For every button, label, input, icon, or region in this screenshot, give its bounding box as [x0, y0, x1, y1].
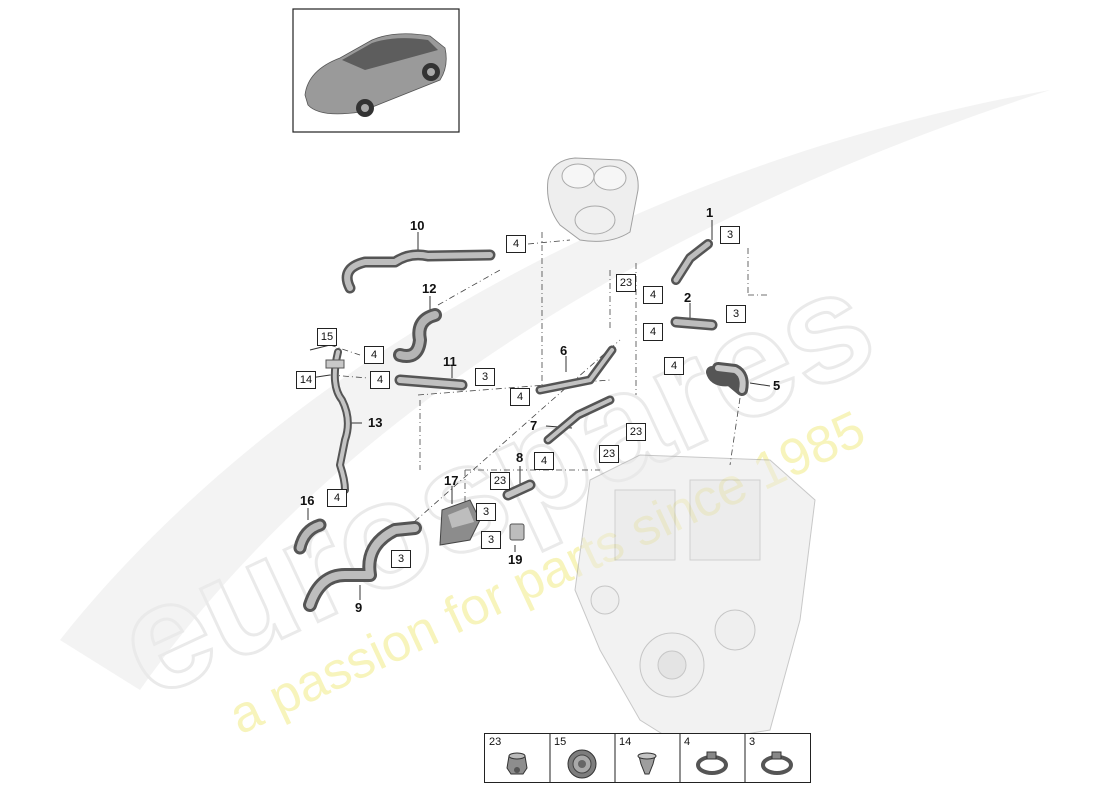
vehicle-thumbnail [292, 8, 460, 133]
ref-box-14: 14 [296, 371, 316, 389]
callout-13: 13 [368, 415, 383, 430]
callout-12: 12 [422, 281, 437, 296]
legend-number: 23 [489, 736, 502, 748]
callout-9: 9 [355, 600, 363, 615]
hose-clamp-icon [696, 751, 728, 775]
legend-number: 3 [749, 736, 756, 748]
ref-box-4: 4 [643, 323, 663, 341]
callout-16: 16 [300, 493, 315, 508]
callout-17: 17 [444, 473, 459, 488]
ref-box-4: 4 [643, 286, 663, 304]
callout-11: 11 [443, 354, 457, 369]
ref-box-23: 23 [616, 274, 636, 292]
ref-box-3: 3 [476, 503, 496, 521]
coolant-reservoir [547, 157, 639, 242]
legend-number: 4 [684, 736, 691, 748]
legend-number: 14 [619, 736, 632, 748]
coupling-19 [509, 523, 525, 541]
ref-box-3: 3 [726, 305, 746, 323]
legend-number: 15 [554, 736, 567, 748]
plug-icon [506, 752, 528, 775]
callout-10: 10 [410, 218, 425, 233]
ref-box-3: 3 [391, 550, 411, 568]
ref-box-23: 23 [490, 472, 510, 490]
ref-box-15: 15 [317, 328, 337, 346]
ref-box-3: 3 [475, 368, 495, 386]
callout-19: 19 [508, 552, 523, 567]
engine-block [574, 454, 816, 746]
callout-1: 1 [706, 205, 714, 220]
ref-box-3: 3 [481, 531, 501, 549]
ref-box-23: 23 [626, 423, 646, 441]
small-parts-legend: 23 15 14 4 3 [484, 733, 811, 783]
ref-box-4: 4 [534, 452, 554, 470]
clip-icon [637, 752, 657, 775]
ref-box-4: 4 [364, 346, 384, 364]
ref-box-3: 3 [720, 226, 740, 244]
callout-8: 8 [516, 450, 524, 465]
hoses [293, 239, 749, 612]
callout-5: 5 [773, 378, 781, 393]
ref-box-4: 4 [506, 235, 526, 253]
ref-box-4: 4 [370, 371, 390, 389]
callout-7: 7 [530, 418, 538, 433]
ref-box-4: 4 [664, 357, 684, 375]
grommet-icon [567, 749, 597, 779]
connector-15-14 [325, 359, 345, 369]
ref-box-23: 23 [599, 445, 619, 463]
ref-box-4: 4 [327, 489, 347, 507]
valve-17 [439, 499, 481, 546]
hose-clamp-icon [761, 751, 793, 775]
callout-2: 2 [684, 290, 692, 305]
legend-grid [506, 734, 793, 782]
callout-6: 6 [560, 343, 568, 358]
ref-box-4: 4 [510, 388, 530, 406]
